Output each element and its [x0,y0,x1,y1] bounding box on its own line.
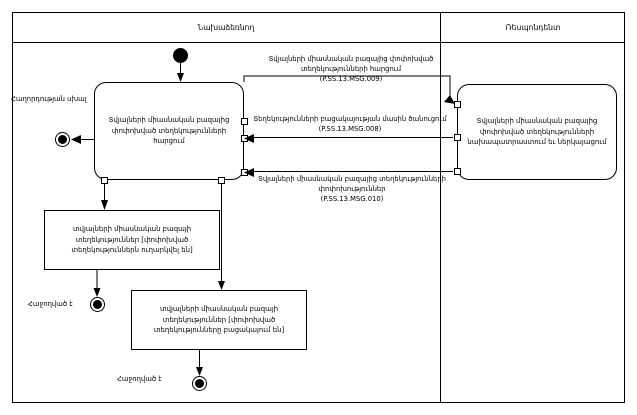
swimlane-header-respondent: Ռեսպոնդենտ [441,12,625,42]
activity-request-label: Տվյալների միասնական բազայից փոփոխված տեղ… [108,115,230,146]
object-node-absent[interactable]: տվյալների միասնական բազայի տեղեկությունն… [131,290,307,350]
final-node-error [55,132,70,147]
pin-respond-in-009 [453,101,461,108]
message-010-text: Տվյալների միասնական բազայից տեղեկություն… [258,175,446,194]
swimlane-header-initiator: Նախաձեռնող [12,12,440,42]
swimlane-divider [440,12,441,403]
swimlane-header-divider [12,42,625,43]
message-009-code: (P.SS.13.MSG.009) [319,75,383,84]
object-node-absent-label: տվյալների միասնական բազայի տեղեկությունն… [153,304,285,335]
object-node-sent[interactable]: տվյալների միասնական բազայի տեղեկությունն… [44,210,220,270]
activity-respond-label: Տվյալների միասնական բազայից փոփոխված տեղ… [467,116,607,147]
message-008-code: (P.SS.13.MSG.008) [318,125,382,134]
pin-respond-out-010 [453,168,461,175]
final-node-success-1 [89,297,105,312]
message-010-code: (P.SS.13.MSG.010) [320,195,384,204]
pin-request-out-009 [240,118,248,125]
message-008: Տեղեկությունների բացակայության մասին ծան… [240,114,460,134]
label-success-1: Հաջողված է [28,300,73,308]
label-communication-error: Հաղորդության սխալ [11,95,87,103]
pin-respond-out-008 [453,134,461,141]
diagram-frame [12,12,625,403]
activity-request[interactable]: Տվյալների միասնական բազայից փոփոխված տեղ… [94,82,244,180]
initial-node [173,48,188,63]
pin-request-out-sent [101,177,108,184]
swimlane-label-initiator: Նախաձեռնող [197,22,255,32]
activity-respond[interactable]: Տվյալների միասնական բազայից փոփոխված տեղ… [457,84,617,180]
message-008-text: Տեղեկությունների բացակայության մասին ծան… [253,115,447,123]
final-node-success-2 [192,376,207,391]
message-010: Տվյալների միասնական բազայից տեղեկություն… [248,174,456,205]
message-009: Տվյալների միասնական բազայից փոփոխված տեղ… [245,54,457,85]
message-009-text: Տվյալների միասնական բազայից փոփոխված տեղ… [268,55,434,74]
pin-request-out-absent [218,177,225,184]
swimlane-label-respondent: Ռեսպոնդենտ [505,22,561,32]
object-node-sent-label: տվյալների միասնական բազայի տեղեկությունն… [71,224,193,255]
label-success-2: Հաջողված է [117,375,162,383]
